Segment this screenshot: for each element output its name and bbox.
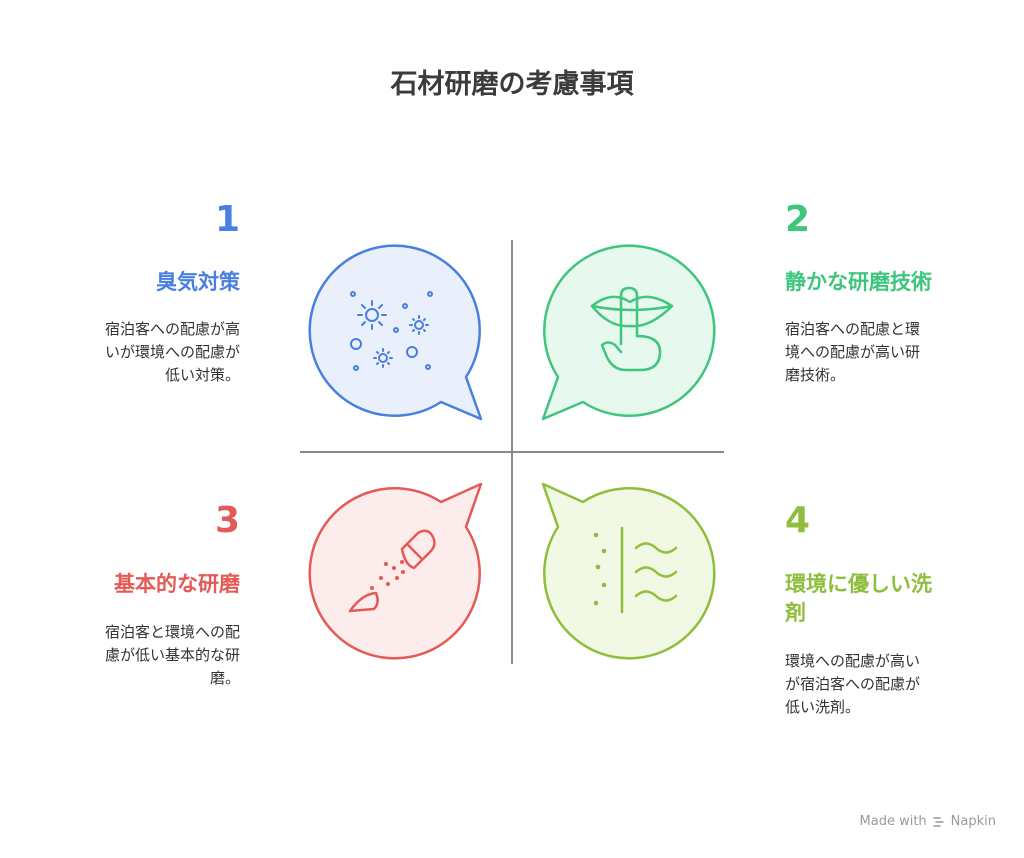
quadrant-1-number: 1 [214, 199, 240, 240]
quadrant-2-number: 2 [785, 199, 811, 240]
bubble-3 [308, 482, 483, 660]
powder-capsule-icon [348, 529, 436, 613]
quadrant-3-description: 宿泊客と環境への配 慮が低い基本的な研 磨。 [104, 623, 240, 687]
quadrant-2-heading: 静かな研磨技術 [785, 270, 932, 294]
bubble-4 [541, 482, 716, 660]
germs-icon [350, 291, 433, 371]
made-with-napkin[interactable]: Made with Napkin [860, 814, 996, 829]
bubble-2 [541, 244, 716, 421]
shush-lips-icon [590, 286, 674, 372]
napkin-logo-icon [932, 816, 944, 827]
quadrant-2-description: 宿泊客への配慮と環 境への配慮が高い研 磨技術。 [785, 320, 921, 384]
footer-text: Made with [859, 814, 927, 829]
quadrant-4-description: 環境への配慮が高い が宿泊客への配慮が 低い洗剤。 [785, 652, 921, 716]
bubble-1 [308, 244, 483, 421]
quadrant-1-description: 宿泊客への配慮が高 いが環境への配慮が 低い対策。 [104, 320, 240, 384]
quadrant-1-heading: 臭気対策 [156, 270, 240, 294]
quadrant-4-heading: 環境に優しい洗 剤 [785, 572, 932, 626]
quadrant-4-number: 4 [785, 500, 811, 541]
footer-brand: Napkin [950, 814, 996, 829]
quadrant-3-heading: 基本的な研磨 [114, 572, 240, 596]
wind-dots-icon [593, 526, 678, 614]
page-title: 石材研磨の考慮事項 [390, 69, 634, 100]
quadrant-3-number: 3 [214, 500, 240, 541]
